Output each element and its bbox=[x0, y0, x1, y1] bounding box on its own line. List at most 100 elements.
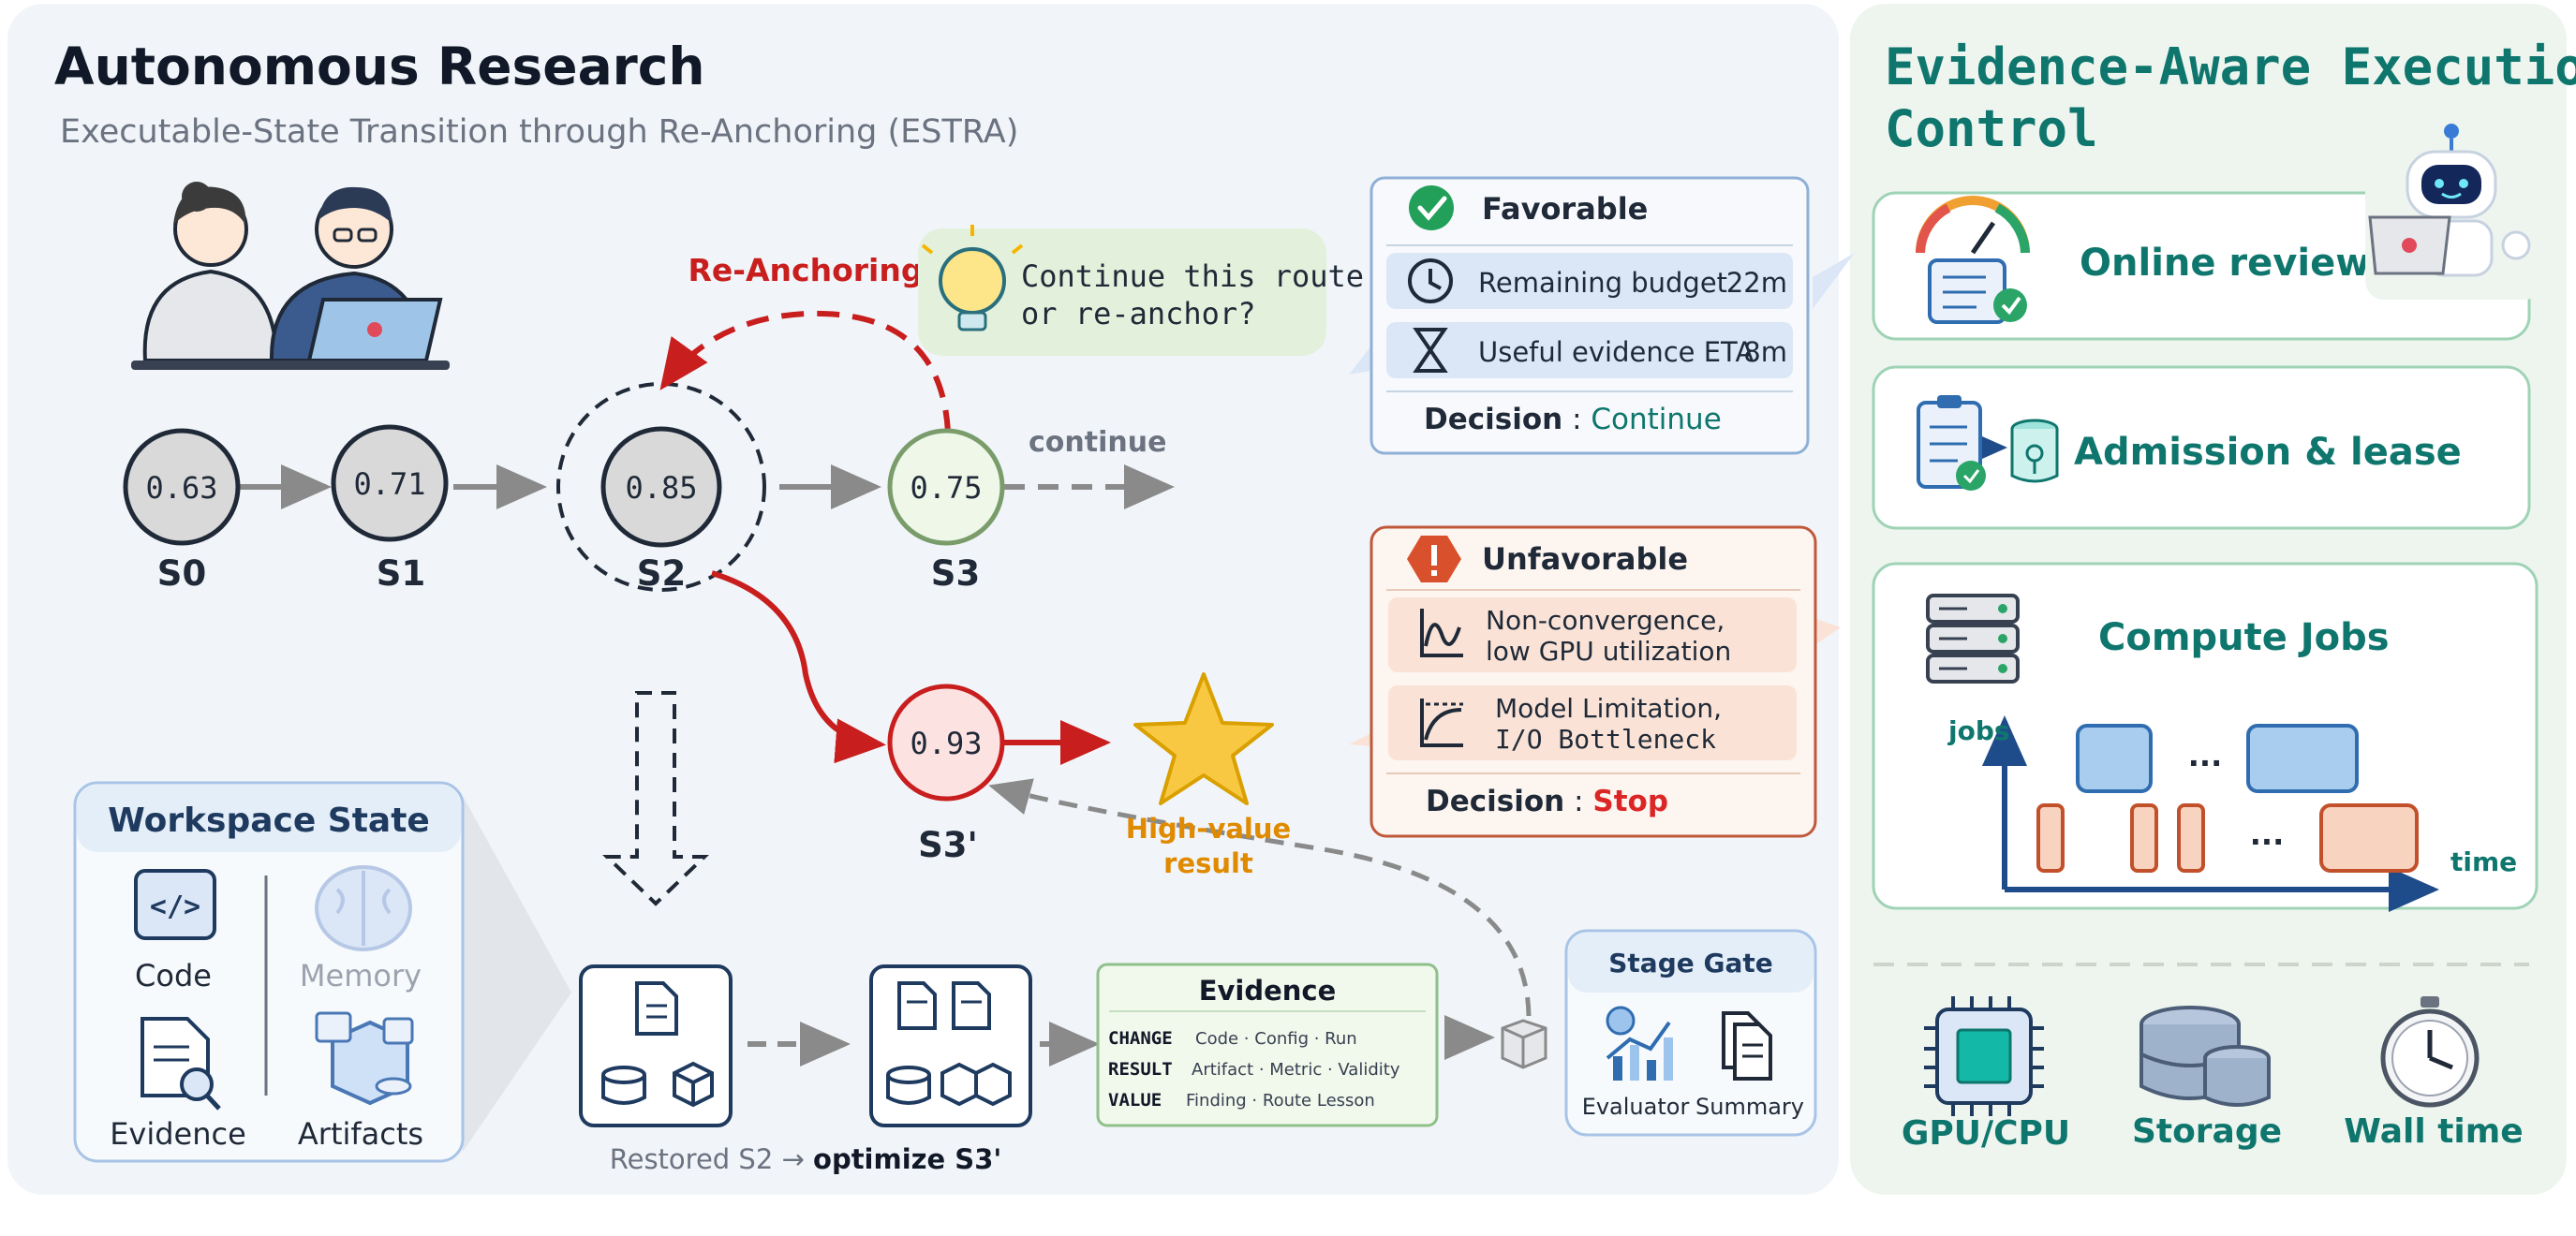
job-block bbox=[2076, 724, 2153, 793]
document-search-icon bbox=[141, 1017, 221, 1111]
continue-label: continue bbox=[1029, 426, 1166, 459]
admission-card: Admission & lease bbox=[1872, 365, 2531, 530]
state-score: 0.93 bbox=[910, 726, 982, 761]
state-score: 0.63 bbox=[145, 470, 217, 506]
issue-1-line-2: low GPU utilization bbox=[1486, 636, 1731, 667]
state-label: S2 bbox=[637, 553, 686, 594]
wall-clock-icon bbox=[2380, 996, 2480, 1108]
svg-text:</>: </> bbox=[150, 890, 200, 923]
resource-storage-label: Storage bbox=[2132, 1112, 2282, 1151]
stage-gate-title: Stage Gate bbox=[1608, 948, 1772, 978]
decision-value: Stop bbox=[1592, 785, 1668, 818]
issue-1-line-1: Non-convergence, bbox=[1486, 605, 1725, 636]
question-line-1: Continue this route bbox=[1021, 258, 1364, 294]
favorable-title: Favorable bbox=[1482, 191, 1648, 227]
state-score: 0.75 bbox=[910, 470, 982, 506]
state-node-s0: 0.63 S0 bbox=[123, 428, 241, 594]
resource-gpu-label: GPU/CPU bbox=[1902, 1114, 2070, 1153]
restored-caption: Restored S2 → optimize S3' bbox=[610, 1143, 1002, 1175]
state-label: S3' bbox=[918, 825, 978, 865]
workspace-code-label: Code bbox=[135, 958, 212, 993]
state-label: S0 bbox=[157, 553, 206, 594]
online-review-label: Online review bbox=[2080, 242, 2370, 285]
workspace-artifacts-label: Artifacts bbox=[298, 1116, 423, 1152]
evidence-value-value: Finding · Route Lesson bbox=[1186, 1091, 1375, 1111]
decision-value: Continue bbox=[1591, 403, 1721, 436]
question-line-2: or re-anchor? bbox=[1021, 296, 1255, 331]
job-block bbox=[2319, 803, 2419, 873]
state-node-s2: 0.85 S2 bbox=[600, 426, 722, 594]
clock-icon bbox=[1408, 258, 1453, 303]
evidence-value-key: VALUE bbox=[1108, 1090, 1162, 1111]
arrow-s2-s3prime bbox=[711, 570, 886, 764]
brain-icon bbox=[315, 865, 412, 951]
high-value-line-2: result bbox=[1163, 847, 1253, 879]
robot-agent-icon bbox=[2365, 122, 2543, 300]
evidence-change-key: CHANGE bbox=[1108, 1028, 1173, 1049]
summary-docs-icon bbox=[1722, 1011, 1772, 1081]
stage-gate-card: Stage Gate Evaluator Summary bbox=[1564, 929, 1817, 1137]
job-block bbox=[2177, 803, 2205, 873]
alert-icon bbox=[1407, 536, 1461, 582]
online-review-card: Online review bbox=[1872, 191, 2531, 341]
gpu-chip-icon bbox=[1924, 996, 2044, 1116]
admission-label: Admission & lease bbox=[2074, 431, 2462, 474]
svg-text:Decision : Continue: Decision : Continue bbox=[1424, 403, 1722, 436]
jobs-ellipsis-upper: ... bbox=[2188, 738, 2222, 773]
evidence-eta-value: 8m bbox=[1743, 336, 1787, 368]
clipboard-database-icon bbox=[1917, 395, 2059, 491]
control-title-line-2: Control bbox=[1885, 99, 2098, 158]
job-block bbox=[2130, 803, 2158, 873]
compute-jobs-card: Compute Jobs jobs time ... ... bbox=[1872, 562, 2539, 912]
restored-snapshot-box bbox=[579, 964, 733, 1127]
workspace-memory-label: Memory bbox=[300, 958, 422, 993]
s2-anchor-ring bbox=[556, 382, 766, 592]
evidence-eta-label: Useful evidence ETA bbox=[1478, 336, 1754, 368]
hourglass-icon bbox=[1413, 328, 1448, 373]
down-arrow bbox=[602, 691, 709, 906]
re-anchoring-label: Re-Anchoring bbox=[688, 252, 924, 288]
evaluator-chart-icon bbox=[1606, 1006, 1673, 1081]
evaluator-label: Evaluator bbox=[1582, 1094, 1690, 1120]
control-title-line-1: Evidence-Aware Execution bbox=[1885, 37, 2576, 96]
state-label: S1 bbox=[377, 553, 425, 594]
gate-cube-icon bbox=[1501, 1019, 1547, 1069]
lightbulb-icon bbox=[921, 225, 1024, 331]
re-anchor-arrow bbox=[659, 310, 951, 434]
feedback-arrow bbox=[988, 778, 1532, 1017]
code-icon: </> bbox=[134, 869, 216, 940]
page-subtitle: Executable-State Transition through Re-A… bbox=[60, 113, 1018, 151]
unfavorable-title: Unfavorable bbox=[1482, 541, 1688, 577]
evidence-result-key: RESULT bbox=[1108, 1059, 1173, 1080]
evidence-card: Evidence CHANGE Code · Config · Run RESU… bbox=[1096, 963, 1439, 1127]
time-axis-label: time bbox=[2450, 846, 2517, 877]
saturation-curve-icon bbox=[1420, 699, 1463, 747]
workspace-projection bbox=[463, 796, 571, 1152]
optimized-snapshot-box bbox=[869, 964, 1032, 1127]
chart-line-icon bbox=[1420, 609, 1463, 657]
star-icon bbox=[1133, 672, 1274, 805]
budget-value: 22m bbox=[1726, 267, 1787, 299]
evidence-result-value: Artifact · Metric · Validity bbox=[1192, 1060, 1400, 1080]
workspace-evidence-label: Evidence bbox=[110, 1116, 246, 1152]
state-node-s1: 0.71 S1 bbox=[331, 424, 449, 594]
compute-jobs-label: Compute Jobs bbox=[2098, 616, 2390, 659]
state-node-s3: 0.75 S3 bbox=[887, 428, 1005, 594]
state-label: S3 bbox=[931, 553, 980, 594]
favorable-card: Favorable Remaining budget 22m Useful ev… bbox=[1349, 176, 1855, 455]
decision-label: Decision bbox=[1424, 403, 1562, 436]
job-block bbox=[2036, 803, 2065, 873]
gauge-checklist-icon bbox=[1916, 196, 2030, 324]
decision-label: Decision bbox=[1426, 785, 1564, 818]
svg-text:Decision : Stop: Decision : Stop bbox=[1426, 785, 1668, 818]
page-title: Autonomous Research bbox=[54, 37, 705, 96]
route-question-bubble: Continue this route or re-anchor? bbox=[918, 225, 1364, 356]
evidence-change-value: Code · Config · Run bbox=[1195, 1029, 1357, 1049]
evidence-title: Evidence bbox=[1199, 975, 1337, 1007]
high-value-line-1: High-value bbox=[1126, 813, 1291, 845]
jobs-ellipsis-lower: ... bbox=[2250, 817, 2284, 852]
researchers-illustration bbox=[131, 182, 450, 370]
state-score: 0.71 bbox=[353, 466, 425, 502]
artifacts-icon bbox=[315, 1011, 414, 1106]
